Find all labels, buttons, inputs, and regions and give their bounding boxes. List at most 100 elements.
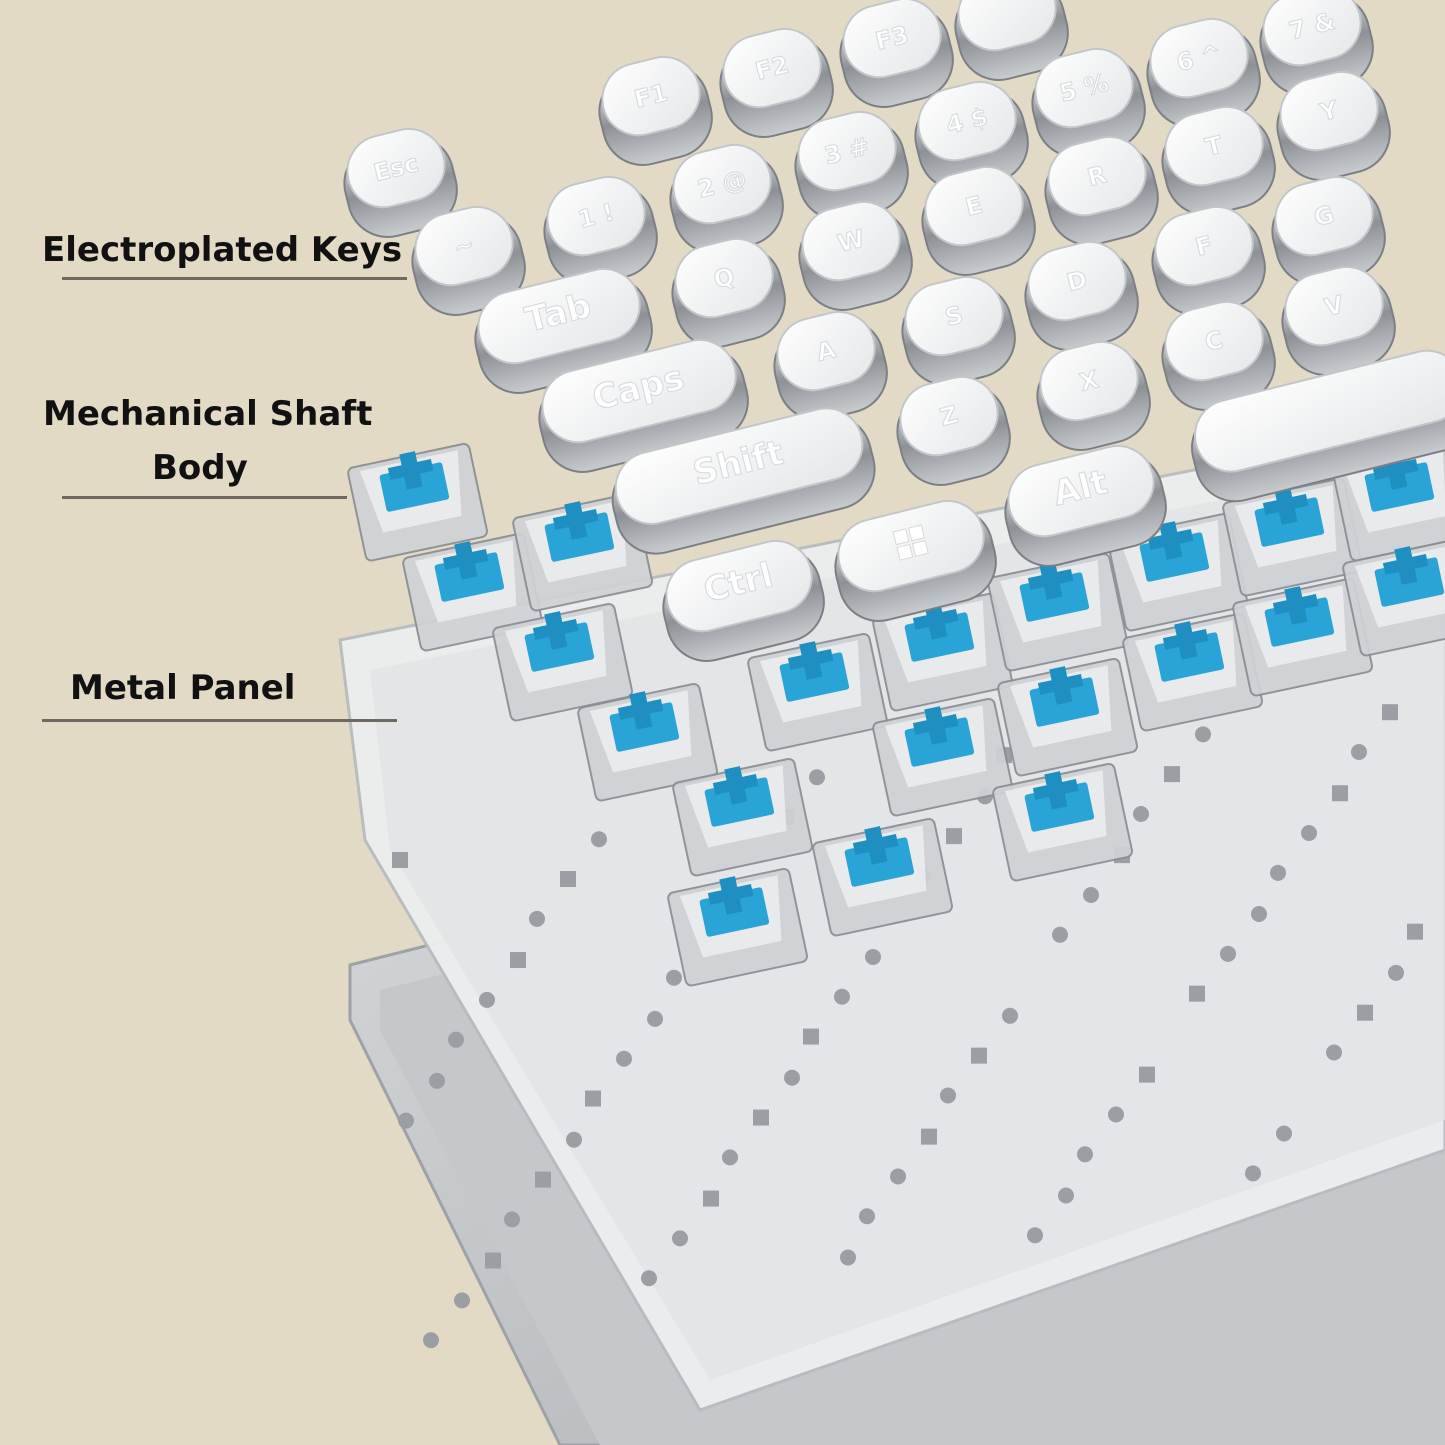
panel-hole [666,969,682,986]
keycap: 5 % [1031,47,1146,158]
panel-hole [641,1270,657,1287]
keycap: F2 [719,27,834,138]
panel-hole [448,1031,464,1048]
switch [492,602,634,722]
panel-hole [1195,726,1211,743]
keycap: F1 [598,55,713,166]
keycap: Q [671,237,786,348]
switch [872,592,1014,712]
panel-hole [809,769,825,786]
keycap: F [1151,205,1266,316]
switch [1222,477,1364,597]
keycap: T [1161,105,1276,216]
panel-hole [865,948,881,965]
switch [997,657,1139,777]
keycap: Z [896,375,1011,486]
keycap [834,499,997,622]
panel-hole [1164,766,1180,783]
panel-hole [616,1050,632,1067]
switch [672,757,814,877]
panel-hole [1270,864,1286,881]
keycap: R [1044,135,1159,246]
panel-hole [429,1072,445,1089]
label-body: Body [152,448,248,488]
keycap: W [798,200,913,311]
panel-hole [1027,1227,1043,1244]
keycap: D [1024,240,1139,351]
panel-hole [529,910,545,927]
switch [987,552,1129,672]
switch [872,697,1014,817]
panel-hole [398,1112,414,1129]
keycap: E [921,165,1036,276]
panel-hole [454,1292,470,1309]
panel-hole [703,1190,719,1207]
panel-hole [560,871,576,888]
switch [347,442,489,562]
switch [747,632,889,752]
panel-hole [1220,945,1236,962]
keycap: F3 [839,0,954,108]
switch [402,532,544,652]
keycap: Y [1276,70,1391,181]
switch [1232,577,1374,697]
panel-hole [647,1010,663,1027]
keycap: 1 ! [543,175,658,286]
switch [667,867,809,987]
keycap-legend: E [963,191,986,222]
panel-hole [485,1252,501,1269]
panel-hole [753,1109,769,1126]
keycap: C [1161,300,1276,411]
panel-hole [921,1128,937,1145]
panel-hole [946,828,962,845]
switch [1122,612,1264,732]
keycap: Ctrl [662,539,825,662]
panel-hole [1002,1007,1018,1024]
panel-hole [585,1090,601,1107]
panel-hole [1276,1125,1292,1142]
panel-hole [1133,805,1149,822]
panel-hole [971,1047,987,1064]
keycap: Esc [343,127,458,238]
panel-hole [392,852,408,868]
keycap-legend: F [1193,231,1216,262]
leader-line-shaft [62,496,347,499]
panel-hole [722,1149,738,1166]
keycap-legend: Z [937,400,961,431]
keycap [1190,349,1445,503]
keycap: 6 ^ [1146,17,1261,128]
panel-hole [591,831,607,848]
panel-hole [890,1168,906,1185]
keycap: Alt [1004,444,1167,567]
panel-hole [1077,1146,1093,1163]
switch [1342,537,1445,657]
switch [992,762,1134,882]
panel-hole [1083,886,1099,903]
keycap: 7 & [1259,0,1374,96]
keycap: X [1036,340,1151,451]
panel-hole [1407,923,1423,940]
keycap: V [1281,265,1396,376]
panel-hole [784,1069,800,1086]
panel-hole [510,952,526,969]
panel-hole [834,988,850,1005]
panel-hole [1139,1066,1155,1083]
panel-hole [1108,1106,1124,1123]
switch [577,682,719,802]
label-electroplated-keys: Electroplated Keys [42,230,403,270]
panel-hole [566,1131,582,1148]
panel-hole [1301,825,1317,842]
panel-hole [479,991,495,1008]
keycap: A [773,310,888,421]
panel-hole [1388,964,1404,981]
panel-hole [1357,1004,1373,1021]
panel-hole [672,1230,688,1247]
keycap: G [1271,175,1386,286]
panel-hole [859,1208,875,1225]
keycap: 2 @ [669,143,784,254]
label-mechanical-shaft: Mechanical Shaft [43,394,373,434]
keycap [954,0,1069,81]
label-metal-panel: Metal Panel [70,668,296,708]
